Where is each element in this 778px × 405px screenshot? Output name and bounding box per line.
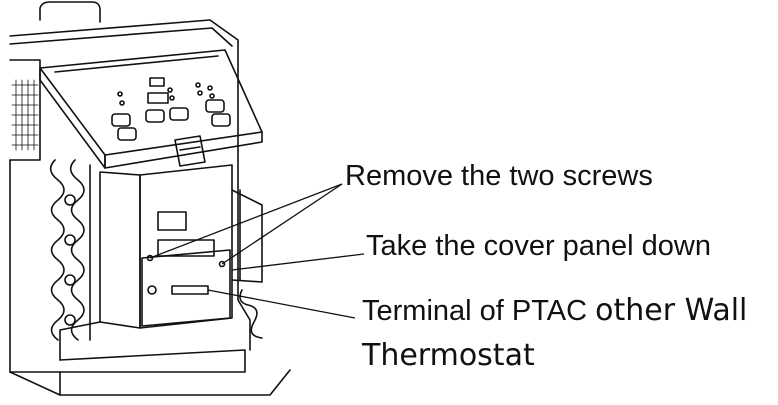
- terminal-slot: [171, 285, 209, 295]
- control-panel-front: [104, 131, 263, 169]
- screw-2: [218, 260, 226, 268]
- chassis-left-wall: [9, 159, 61, 373]
- control-box-side: [99, 171, 141, 329]
- chassis-base-front: [59, 349, 246, 373]
- take-cover-label: Take the cover panel down: [366, 230, 711, 262]
- chassis-top-rail-2: [9, 27, 233, 47]
- chassis-base: [9, 369, 291, 396]
- terminal-label-part1: Terminal of PTAC: [362, 295, 588, 327]
- control-box-window: [157, 239, 215, 257]
- left-coil-frame: [9, 59, 41, 161]
- pipe-bundle: [49, 159, 91, 341]
- ground-screw: [147, 285, 157, 295]
- control-panel-inner-ridge: [54, 55, 219, 73]
- terminal-label-part2: other Wall: [595, 293, 748, 328]
- chassis-top-rail: [9, 19, 239, 71]
- leader-terminal: [207, 289, 356, 319]
- leader-cover: [231, 253, 365, 271]
- control-box-front: [139, 164, 233, 329]
- leader-screw-2: [221, 183, 343, 265]
- cover-panel: [141, 249, 231, 327]
- control-buttons: [111, 77, 231, 141]
- control-panel-side: [39, 67, 106, 169]
- control-box-bracket: [231, 189, 263, 283]
- thermostat-label: Thermostat: [362, 338, 535, 373]
- chassis-handle: [39, 1, 101, 23]
- remove-screws-label: Remove the two screws: [345, 160, 653, 192]
- power-plug: [174, 135, 206, 167]
- coil-grid: [11, 79, 39, 151]
- leader-lines: [149, 183, 365, 319]
- control-box-label: [157, 211, 187, 231]
- terminal-label: Terminal of PTAC other Wall: [362, 293, 747, 328]
- right-wall: [237, 69, 251, 351]
- leader-screw-1: [149, 183, 343, 259]
